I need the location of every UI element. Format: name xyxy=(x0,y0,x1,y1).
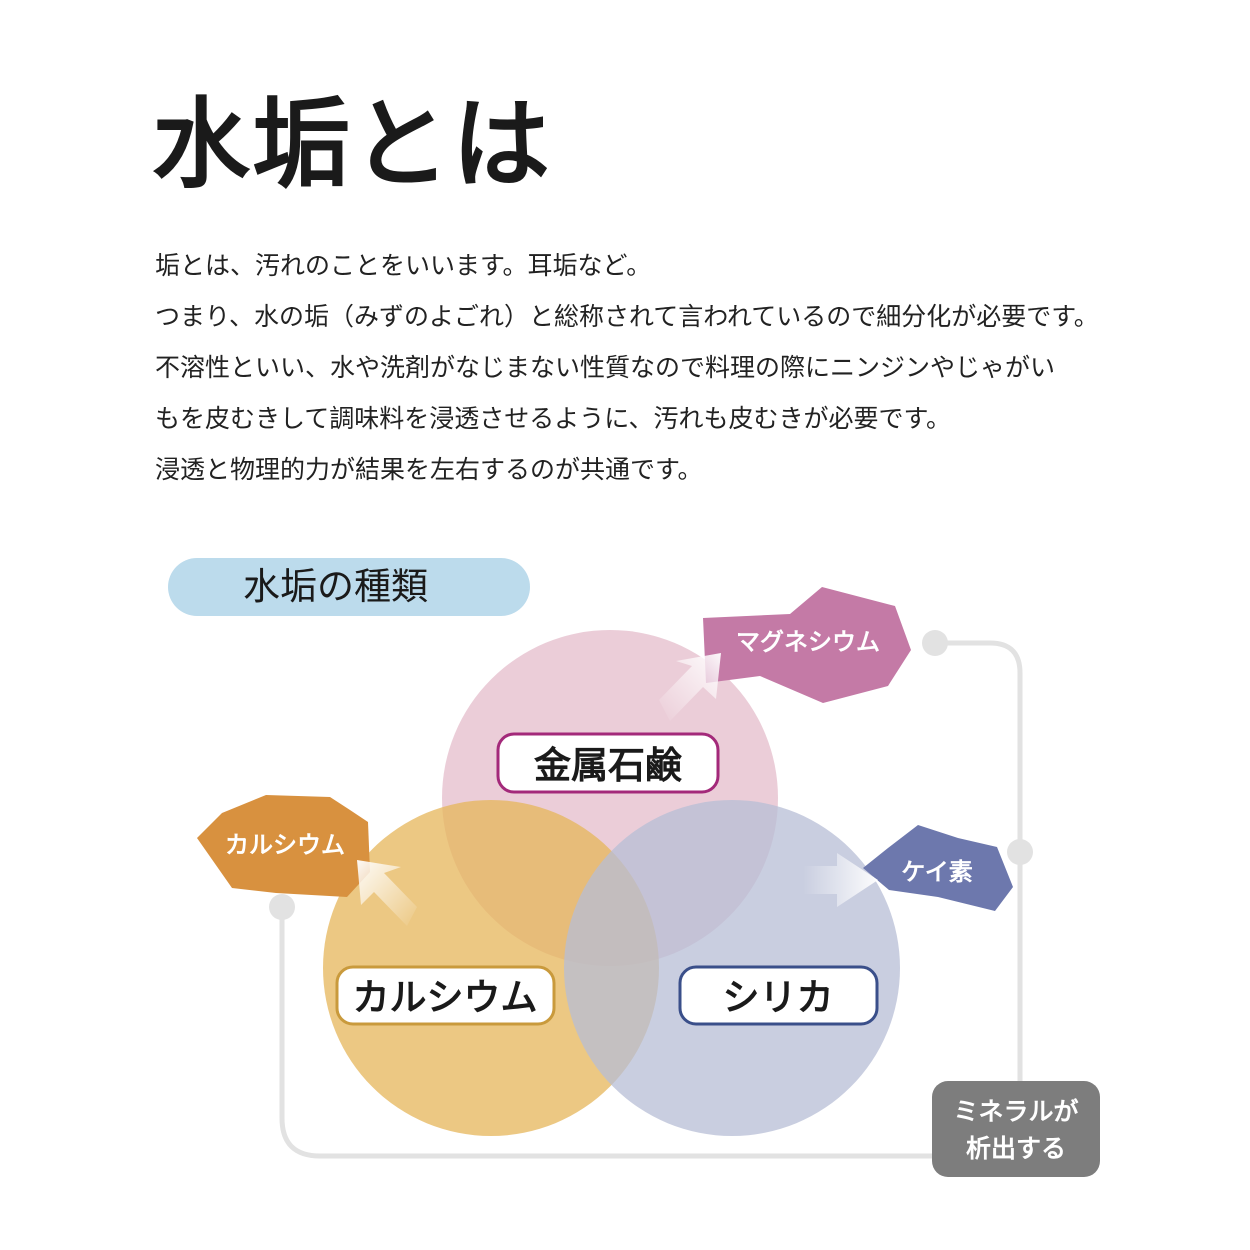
mineral-precipitation-box: ミネラルが 析出する xyxy=(932,1081,1100,1177)
description-line: つまり、水の垢（みずのよごれ）と総称されて言われているので細分化が必要です。 xyxy=(155,302,1099,331)
mineral-label-magnesium: マグネシウム xyxy=(736,628,880,656)
description-line: もを皮むきして調味料を浸透させるように、汚れも皮むきが必要です。 xyxy=(155,404,952,433)
arrow-icon xyxy=(357,653,878,926)
mineral-silicon: ケイ素 xyxy=(863,825,1013,911)
connector-dot xyxy=(922,630,948,656)
description-line: 浸透と物理的力が結果を左右するのが共通です。 xyxy=(155,455,703,484)
label-calcium: カルシウム xyxy=(335,965,556,1026)
page-title: 水垢とは xyxy=(152,88,553,202)
connector-dot xyxy=(269,894,295,920)
mineral-magnesium: マグネシウム xyxy=(703,587,911,703)
description: 垢とは、汚れのことをいいます。耳垢など。 つまり、水の垢（みずのよごれ）と総称さ… xyxy=(155,246,1155,501)
description-line: 不溶性といい、水や洗剤がなじまない性質なので料理の際にニンジンやじゃがい xyxy=(155,353,1056,382)
section-label: 水垢の種類 xyxy=(243,565,428,608)
svg-text:金属石鹸: 金属石鹸 xyxy=(534,744,682,787)
svg-text:ミネラルが: ミネラルが xyxy=(953,1097,1078,1126)
svg-text:析出する: 析出する xyxy=(966,1134,1066,1163)
description-line: 垢とは、汚れのことをいいます。耳垢など。 xyxy=(155,251,652,280)
connector-dot xyxy=(1007,839,1033,865)
section-label-pill: 水垢の種類 xyxy=(168,558,530,616)
mineral-calcium: カルシウム xyxy=(197,795,370,897)
mineral-label-calcium: カルシウム xyxy=(225,831,345,859)
mineral-label-silicon: ケイ素 xyxy=(901,858,973,886)
svg-text:カルシウム: カルシウム xyxy=(353,976,538,1019)
label-metal-soap: 金属石鹸 xyxy=(496,732,720,794)
svg-text:シリカ: シリカ xyxy=(723,976,834,1019)
label-silica: シリカ xyxy=(678,965,879,1026)
